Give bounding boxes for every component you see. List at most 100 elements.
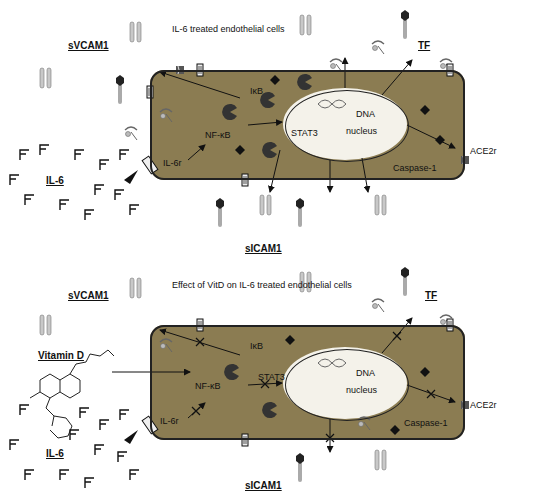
drawing-use (40, 68, 51, 88)
drawing-use (420, 105, 430, 115)
il6-ligand (95, 445, 104, 455)
drawing-path (100, 350, 114, 356)
component-label: STAT3 (258, 372, 285, 383)
molecule-name: sVCAM1 (68, 290, 109, 301)
block-marks (192, 332, 435, 442)
component-label: ACE2r (470, 146, 497, 157)
drawing-use (40, 315, 51, 335)
drawing-line (160, 72, 240, 98)
drawing-path (318, 359, 346, 367)
component-label: ACE2r (470, 400, 497, 411)
il6-ligand (70, 430, 79, 440)
il6-ligand (75, 150, 84, 160)
drawing-path (318, 359, 346, 367)
il6-ligand (60, 470, 69, 480)
component-label: NF-κB (195, 381, 221, 392)
drawing-use (160, 339, 172, 352)
il6-ligand (130, 470, 139, 480)
component-label: IL-6r (163, 158, 182, 169)
drawing-use (242, 174, 248, 186)
dna-label: DNA (356, 109, 375, 120)
drawing-use (300, 15, 311, 35)
il6-ligand (95, 185, 104, 195)
drawing-use (296, 198, 304, 225)
drawing-use (375, 450, 386, 470)
il6-ligand (120, 410, 129, 420)
component-label: Caspase-1 (404, 418, 448, 429)
il6-ligand (10, 175, 19, 185)
il6-ligand (40, 145, 49, 155)
drawing-use (235, 145, 245, 155)
drawing-use (242, 434, 248, 446)
cell-fill (150, 325, 465, 440)
drawing-path (30, 392, 40, 398)
drawing-line (407, 385, 455, 402)
drawing-use (420, 367, 430, 377)
drawing-line (407, 125, 455, 148)
drawing-use (401, 267, 409, 294)
il6-ligand (85, 478, 94, 488)
molecule-name: sVCAM1 (68, 40, 109, 51)
nucleus-fill (283, 88, 407, 160)
molecule-name: sICAM1 (245, 243, 282, 254)
nucleus-outline: DNA nucleus (285, 349, 409, 421)
drawing-use (461, 156, 469, 164)
drawing-use (224, 364, 239, 380)
cell-fill (150, 70, 465, 180)
drawing-line (345, 58, 346, 88)
molecule-name: TF (425, 290, 437, 301)
drawing-use (160, 109, 172, 122)
drawing-path (40, 374, 60, 398)
drawing-use (296, 453, 304, 480)
il6-ligand (120, 150, 129, 160)
molecule-name: sICAM1 (245, 480, 282, 491)
drawing-path (318, 100, 346, 108)
drawing-line (382, 318, 412, 353)
drawing-line (248, 122, 282, 125)
il6-ligand (130, 205, 139, 215)
drawing-use (196, 338, 204, 346)
component-label: Caspase-1 (393, 163, 437, 174)
drawing-use (390, 425, 400, 435)
drawing-use (125, 127, 137, 140)
drawing-use (358, 417, 370, 430)
arrows-bottom (112, 318, 455, 452)
drawing-use (393, 332, 401, 340)
drawing-use (401, 10, 409, 37)
component-label: STAT3 (291, 128, 318, 139)
drawing-use (130, 278, 141, 298)
il6-ligand (25, 195, 34, 205)
drawing-use (262, 402, 277, 418)
drawing-use (372, 299, 384, 312)
drawing-use (216, 198, 224, 225)
panel-title: Effect of VitD on IL-6 treated endotheli… (172, 280, 352, 291)
drawing-line (160, 330, 240, 355)
drawing-use (297, 74, 312, 90)
drawing-use (427, 390, 435, 398)
drawing-use (192, 407, 200, 415)
il6-bound (124, 170, 138, 184)
molecule-name: IL-6 (46, 448, 64, 459)
il6-ligand (10, 440, 19, 450)
drawing-use (260, 195, 271, 215)
drawing-path (60, 374, 80, 398)
drawing-line (188, 145, 205, 160)
il6-ligand (25, 470, 34, 480)
molecule-name: IL-6 (46, 175, 64, 186)
nucleus-label: nucleus (346, 126, 377, 137)
drawing-line (188, 403, 205, 418)
drawing-path (46, 398, 54, 426)
panel-title: IL-6 treated endothelial cells (172, 24, 285, 35)
drawing-line (382, 60, 412, 95)
drawing-use (375, 195, 386, 215)
il6-ligand (115, 190, 124, 200)
molecule-name: TF (418, 40, 430, 51)
il6-bound (124, 430, 138, 444)
il6-ligand (85, 210, 94, 220)
il6-ligand (100, 160, 109, 170)
drawing-line (362, 158, 368, 192)
dna-label: DNA (356, 368, 375, 379)
drawing-use (435, 135, 445, 145)
drawing-use (262, 142, 277, 158)
nucleus-label: nucleus (346, 385, 377, 396)
